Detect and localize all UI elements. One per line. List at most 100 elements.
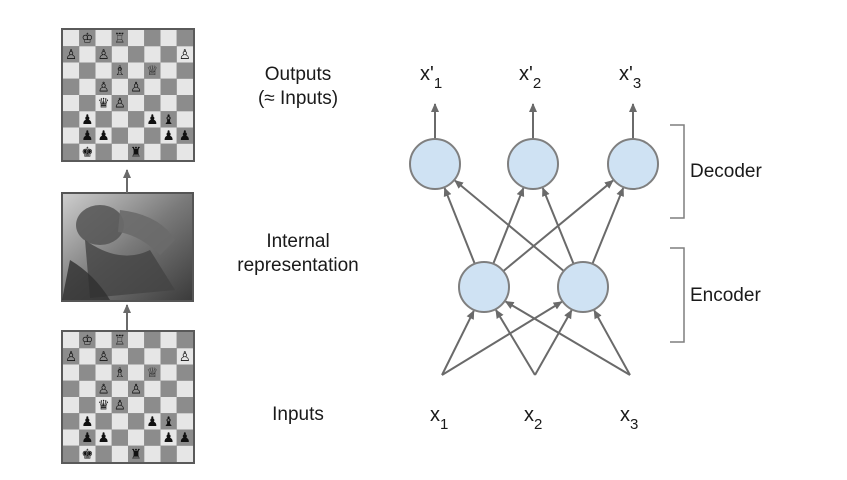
input-board-square bbox=[95, 332, 112, 349]
output-board-square bbox=[128, 46, 145, 63]
output-board-square bbox=[111, 127, 128, 144]
outputs-label-line1: Outputs bbox=[264, 64, 332, 85]
input-board-square bbox=[144, 364, 161, 381]
input-board-piece: ♙ bbox=[65, 350, 77, 365]
input-board-square bbox=[176, 332, 193, 349]
input-board-square bbox=[79, 429, 96, 446]
output-board-square bbox=[128, 127, 145, 144]
output-board-square bbox=[63, 30, 80, 47]
network-nodes bbox=[409, 138, 659, 313]
input-board-square bbox=[79, 364, 96, 381]
network-connections bbox=[431, 103, 637, 376]
input-variable-label: x1 bbox=[430, 404, 448, 433]
input-board-piece: ♙ bbox=[98, 350, 110, 365]
input-board-square bbox=[144, 348, 161, 365]
input-board-square bbox=[79, 397, 96, 414]
input-board-piece: ♜ bbox=[130, 447, 142, 462]
encoder-edge bbox=[593, 309, 631, 376]
output-board-square bbox=[63, 62, 80, 79]
input-board-square bbox=[63, 364, 80, 381]
output-board-square bbox=[160, 95, 177, 112]
hidden-neuron bbox=[557, 261, 609, 313]
output-board-square bbox=[176, 46, 193, 63]
encoder-edge bbox=[495, 309, 536, 376]
output-board-piece: ♙ bbox=[179, 48, 191, 63]
output-board-square bbox=[144, 111, 161, 128]
output-board-square bbox=[160, 111, 177, 128]
output-board-square bbox=[79, 143, 96, 160]
encoder-edge bbox=[441, 300, 563, 376]
output-board-square bbox=[111, 143, 128, 160]
input-board-square bbox=[111, 348, 128, 365]
output-board-square bbox=[144, 127, 161, 144]
input-board-square bbox=[111, 380, 128, 397]
output-neuron bbox=[409, 138, 461, 190]
output-board-square bbox=[79, 127, 96, 144]
input-board-square bbox=[160, 332, 177, 349]
decoder-edge bbox=[454, 179, 565, 272]
output-board-square bbox=[95, 62, 112, 79]
output-board-square bbox=[128, 62, 145, 79]
output-board-square bbox=[79, 78, 96, 95]
output-board-square bbox=[111, 46, 128, 63]
input-board-square bbox=[176, 397, 193, 414]
internal-label-line1: Internal bbox=[266, 231, 330, 252]
output-board-square bbox=[95, 46, 112, 63]
output-board-square bbox=[176, 143, 193, 160]
input-board-piece: ♙ bbox=[114, 399, 126, 414]
decoder-edge bbox=[443, 187, 476, 265]
output-board-piece: ♟ bbox=[81, 113, 93, 128]
input-board-square bbox=[79, 348, 96, 365]
output-neuron bbox=[607, 138, 659, 190]
output-board-square bbox=[95, 30, 112, 47]
output-board-piece: ♗ bbox=[114, 64, 126, 79]
input-variable-label: x2 bbox=[524, 404, 542, 433]
input-board-square bbox=[144, 332, 161, 349]
input-board-piece: ♛ bbox=[98, 399, 110, 414]
output-board-square bbox=[144, 78, 161, 95]
encoder-edge bbox=[441, 310, 475, 376]
output-board-square bbox=[160, 143, 177, 160]
input-board-piece: ♙ bbox=[130, 382, 142, 397]
input-chess-board: ♔♖♙♙♙♗♕♙♙♛♙♟♟♝♟♟♟♟♚♜ bbox=[61, 330, 195, 464]
encoder-edge bbox=[534, 309, 573, 376]
output-board-square bbox=[176, 127, 193, 144]
output-board-square bbox=[111, 62, 128, 79]
output-board-piece: ♙ bbox=[65, 48, 77, 63]
output-board-piece: ♖ bbox=[114, 32, 126, 47]
output-board-square bbox=[144, 46, 161, 63]
output-board-square bbox=[128, 111, 145, 128]
output-board-piece: ♙ bbox=[130, 80, 142, 95]
output-board-square bbox=[160, 46, 177, 63]
input-board-square bbox=[160, 413, 177, 430]
input-board-square bbox=[176, 429, 193, 446]
output-board-piece: ♙ bbox=[114, 97, 126, 112]
output-board-square bbox=[111, 78, 128, 95]
output-board-square bbox=[63, 127, 80, 144]
input-board-square bbox=[144, 445, 161, 462]
input-board-square bbox=[95, 397, 112, 414]
output-board-piece: ♙ bbox=[98, 48, 110, 63]
output-board-square bbox=[79, 95, 96, 112]
input-board-square bbox=[111, 429, 128, 446]
output-board-square bbox=[128, 78, 145, 95]
input-board-square bbox=[160, 445, 177, 462]
output-board-piece: ♟ bbox=[179, 129, 191, 144]
input-variable-label: x3 bbox=[620, 404, 638, 433]
output-board-square bbox=[176, 78, 193, 95]
input-board-square bbox=[111, 332, 128, 349]
input-board-square bbox=[95, 380, 112, 397]
input-board-square bbox=[144, 413, 161, 430]
decoder-label: Decoder bbox=[690, 161, 762, 182]
input-board-square bbox=[176, 348, 193, 365]
input-board-square bbox=[95, 445, 112, 462]
input-board-square bbox=[128, 348, 145, 365]
output-board-square bbox=[160, 30, 177, 47]
input-board-square bbox=[176, 364, 193, 381]
input-board-square bbox=[176, 380, 193, 397]
internal-label-line2: representation bbox=[237, 255, 359, 276]
input-board-square bbox=[95, 413, 112, 430]
input-board-square bbox=[111, 364, 128, 381]
input-board-piece: ♟ bbox=[146, 415, 158, 430]
